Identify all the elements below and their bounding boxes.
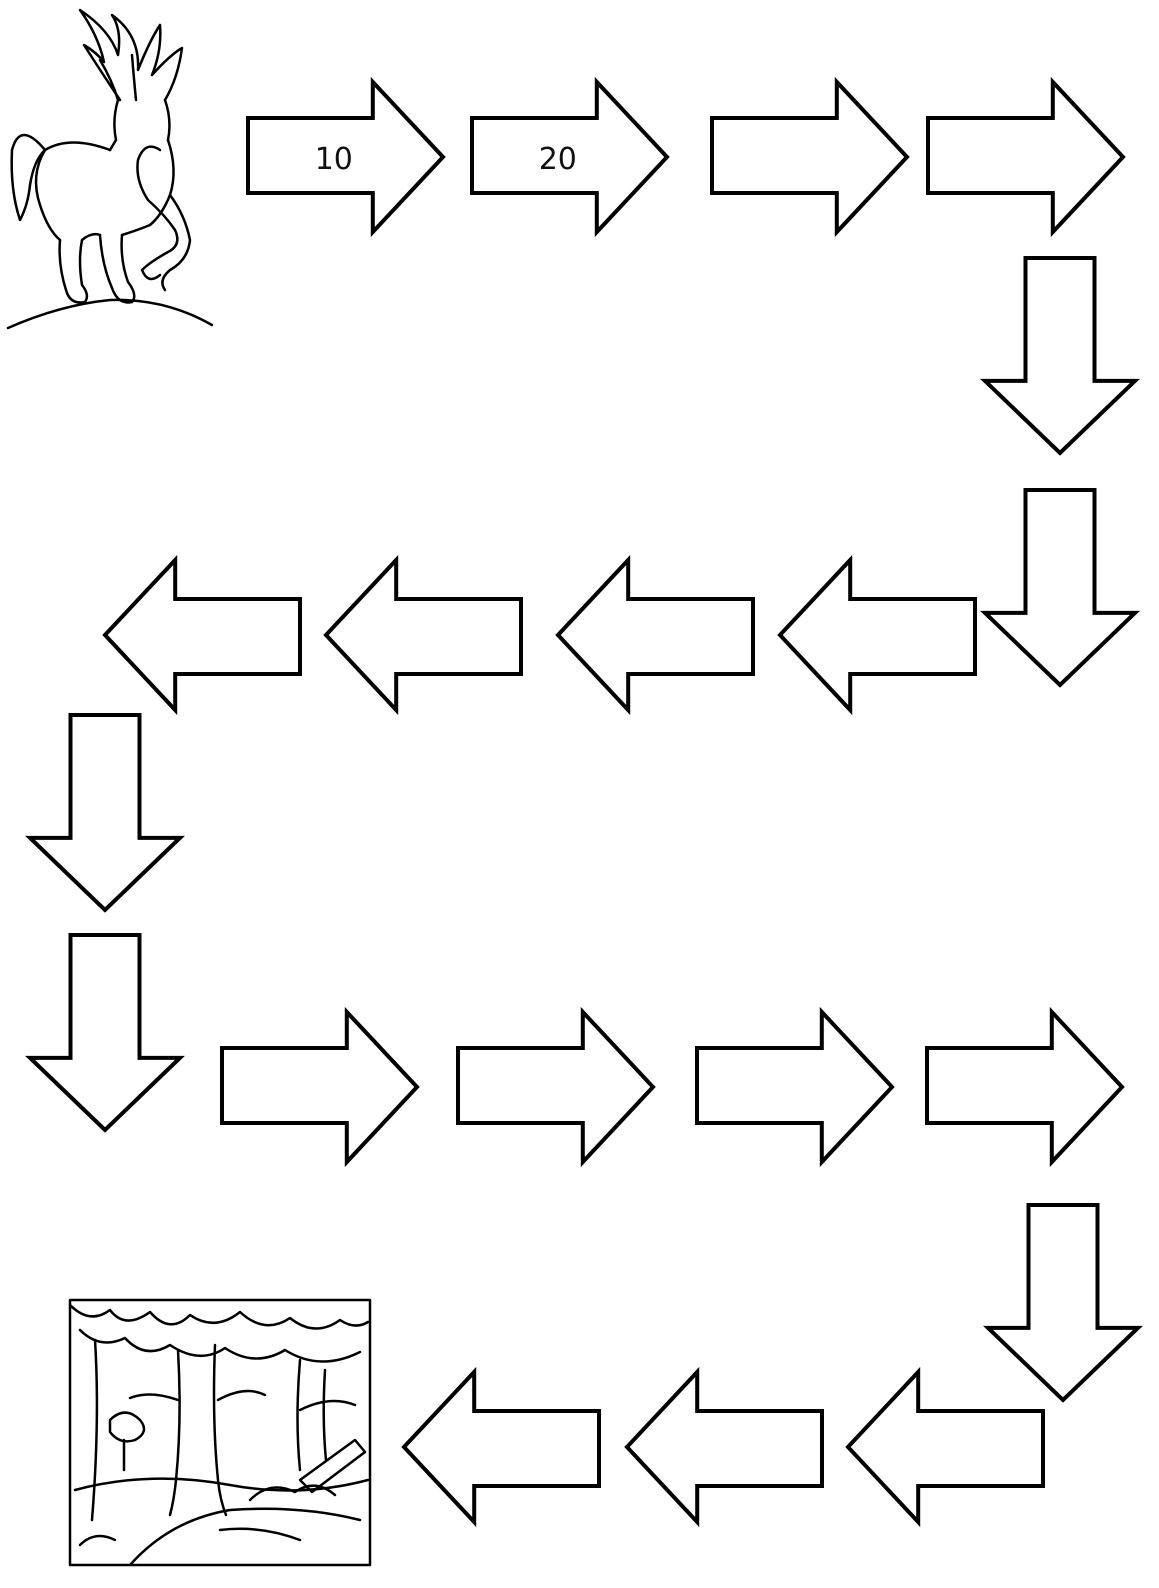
arrow-shape [25, 933, 185, 1133]
arrow-down-12 [25, 933, 185, 1133]
arrow-left-20 [401, 1366, 601, 1528]
arrow-right-1: 10 [246, 76, 446, 238]
arrow-shape [925, 1006, 1125, 1168]
arrow-shape [323, 554, 523, 716]
arrow-right-16 [925, 1006, 1125, 1168]
arrow-right-14 [456, 1006, 656, 1168]
arrow-shape [845, 1366, 1045, 1528]
arrow-shape [25, 713, 185, 913]
arrow-shape [695, 1006, 895, 1168]
arrow-shape [980, 256, 1140, 456]
arrow-number: 10 [315, 142, 353, 177]
arrow-shape [470, 76, 670, 238]
arrow-shape [926, 76, 1126, 238]
arrow-right-4 [926, 76, 1126, 238]
horse-drawing [6, 8, 214, 330]
arrow-shape [624, 1366, 824, 1528]
arrow-left-19 [624, 1366, 824, 1528]
arrow-shape [246, 76, 446, 238]
arrow-shape [710, 76, 910, 238]
arrow-left-9 [323, 554, 523, 716]
arrow-path: 10 20 [25, 76, 1143, 1528]
arrow-right-15 [695, 1006, 895, 1168]
arrow-left-10 [102, 554, 302, 716]
arrow-down-11 [25, 713, 185, 913]
arrow-shape [555, 554, 755, 716]
arrow-right-3 [710, 76, 910, 238]
arrow-left-7 [777, 554, 977, 716]
arrow-left-18 [845, 1366, 1045, 1528]
arrow-shape [220, 1006, 420, 1168]
arrow-down-17 [983, 1203, 1143, 1403]
forest-drawing [68, 1298, 372, 1567]
arrow-shape [456, 1006, 656, 1168]
arrow-number: 20 [539, 142, 577, 177]
arrow-down-5 [980, 256, 1140, 456]
arrow-shape [401, 1366, 601, 1528]
arrow-shape [777, 554, 977, 716]
arrow-down-6 [980, 488, 1140, 688]
arrow-shape [980, 488, 1140, 688]
arrow-right-13 [220, 1006, 420, 1168]
arrow-left-8 [555, 554, 755, 716]
arrow-right-2: 20 [470, 76, 670, 238]
arrow-shape [102, 554, 302, 716]
arrow-shape [983, 1203, 1143, 1403]
